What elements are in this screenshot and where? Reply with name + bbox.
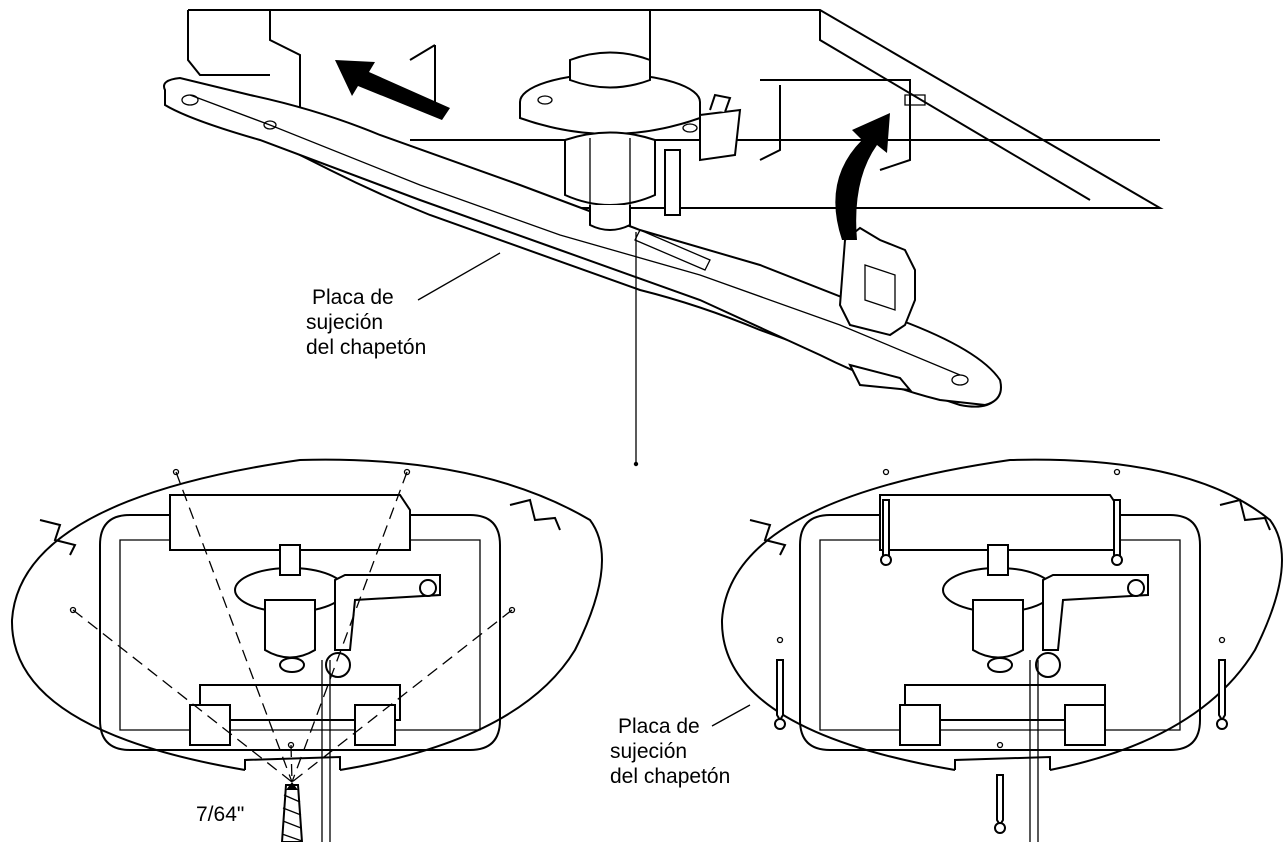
direction-arrow-icon	[335, 60, 450, 120]
bottom-right-illustration	[711, 458, 1283, 842]
screw-icon	[1216, 636, 1228, 730]
top-plate-label-line3: del chapetón	[306, 336, 427, 359]
drill-guide-lines	[72, 471, 513, 783]
screw-icon	[880, 468, 892, 566]
screw-icon	[774, 636, 786, 730]
canopy-plate-outline	[10, 458, 603, 771]
drill-size-label: 7/64"	[196, 803, 245, 826]
canopy-mounting-plate	[163, 76, 1002, 408]
rotate-arrow-icon	[835, 113, 890, 240]
canopy-plate-outline	[720, 458, 1283, 771]
right-plate-label-line3: del chapetón	[610, 765, 731, 788]
right-label-leader	[711, 704, 751, 727]
center-nut-fitting	[519, 51, 742, 231]
right-plate-label-line1: Placa de	[618, 715, 700, 738]
bottom-left-illustration	[10, 458, 603, 843]
screw-icon	[1111, 468, 1123, 566]
right-plate-label-line2: sujeción	[610, 740, 688, 763]
wire-end	[633, 461, 639, 467]
top-plate-label-line1: Placa de	[312, 286, 394, 309]
top-fixture-illustration	[163, 9, 1164, 467]
screw-icon	[994, 741, 1006, 834]
fixture-housing	[187, 9, 1164, 209]
drill-bit-icon	[280, 782, 304, 843]
mounting-bracket	[838, 226, 916, 392]
top-label-leader	[417, 252, 501, 301]
top-plate-label-line2: sujeción	[306, 311, 384, 334]
